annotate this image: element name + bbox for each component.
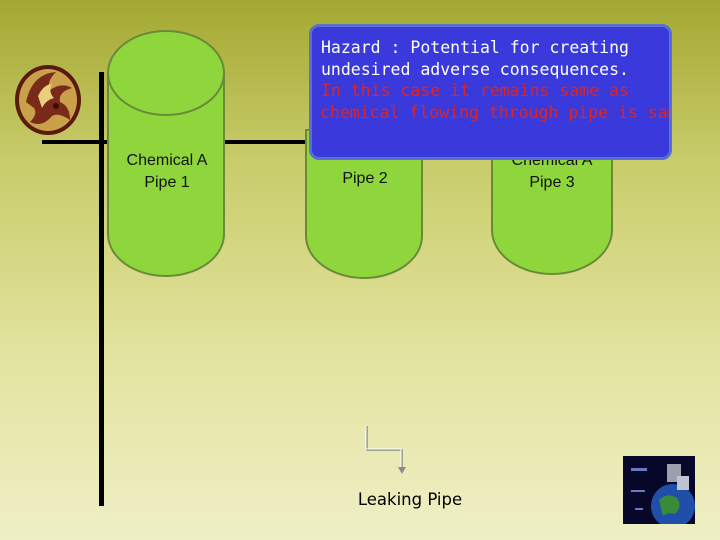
pipe-3-name: Pipe 3 <box>529 174 575 191</box>
pipe-1-name: Pipe 1 <box>144 174 190 191</box>
callout-line-3: In this case it remains same as <box>321 81 629 100</box>
pipe-3-cylinder <box>491 133 613 275</box>
pipe-2-cylinder <box>305 129 423 279</box>
pipe-2-label: Pipe 2 <box>306 168 424 190</box>
leak-arrow-icon <box>365 425 406 474</box>
pipe-1-cylinder <box>107 30 225 277</box>
hazard-callout: Hazard : Potential for creating undesire… <box>309 24 672 160</box>
callout-line-4: chemical flowing through pipe is same. <box>320 102 672 122</box>
pipe-1-chemical: Chemical A <box>126 152 208 169</box>
globe-logo-icon <box>623 456 695 524</box>
main-vertical-line <box>99 72 104 506</box>
pipe-1-label: Chemical A Pipe 1 <box>108 150 226 194</box>
callout-line-1: Hazard : Potential for creating <box>321 38 629 57</box>
pipe-2-name: Pipe 2 <box>342 170 388 187</box>
leaking-pipe-label: Leaking Pipe <box>357 490 463 509</box>
callout-line-2: undesired adverse consequences. <box>321 59 629 79</box>
pegasus-logo-icon <box>15 65 81 135</box>
